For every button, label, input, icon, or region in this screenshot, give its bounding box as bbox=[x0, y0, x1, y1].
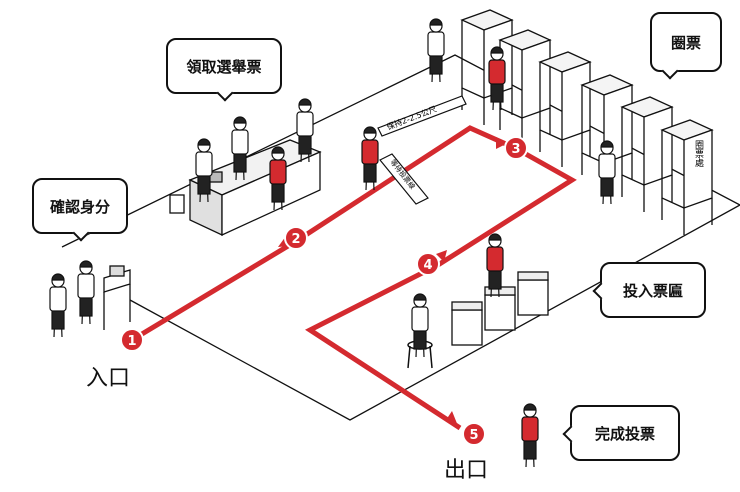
step-number: 4 bbox=[423, 258, 432, 273]
voter-casting bbox=[486, 233, 504, 298]
entrance-table bbox=[103, 265, 131, 330]
staff-registration-1 bbox=[195, 138, 213, 203]
voting-booth bbox=[660, 119, 714, 235]
voter-exiting bbox=[521, 403, 539, 468]
step-marker: 1 bbox=[120, 328, 144, 352]
path-arrow-3 bbox=[496, 137, 508, 149]
voter-receiving-ballot bbox=[269, 146, 287, 211]
floor-outline bbox=[61, 54, 740, 421]
bubble-finish-voting: 完成投票 bbox=[570, 405, 680, 461]
step-number: 1 bbox=[127, 334, 136, 349]
registration-counter bbox=[169, 139, 322, 237]
voting-booth bbox=[498, 29, 552, 145]
booth-sign-text: 圈票處 bbox=[693, 140, 704, 168]
bubble-receive-ballot: 領取選舉票 bbox=[166, 38, 282, 94]
step-number: 5 bbox=[469, 428, 478, 443]
step-number: 2 bbox=[291, 232, 300, 247]
staff-booth-area bbox=[427, 18, 445, 83]
step-marker: 5 bbox=[462, 422, 486, 446]
step-number: 3 bbox=[511, 142, 520, 157]
voting-booth bbox=[620, 96, 674, 212]
voter-at-booth bbox=[488, 46, 506, 111]
entrance-label: 入口 bbox=[86, 366, 131, 391]
people bbox=[49, 18, 616, 468]
voting-booth bbox=[538, 51, 592, 167]
voter-walking bbox=[361, 126, 379, 191]
staff-seated bbox=[411, 293, 429, 358]
bubble-confirm-identity: 確認身分 bbox=[32, 178, 128, 234]
voter-entrance-1 bbox=[49, 273, 67, 338]
step-marker: 4 bbox=[416, 252, 440, 276]
voter-entrance-2 bbox=[77, 260, 95, 325]
step-markers: 1 2 3 4 5 bbox=[120, 136, 528, 446]
staff-standing bbox=[296, 98, 314, 163]
path-arrow-4 bbox=[436, 250, 447, 262]
path-arrow-5 bbox=[446, 411, 458, 426]
step-marker: 2 bbox=[284, 226, 308, 250]
bubble-ballot-box-area: 投入票匾 bbox=[600, 262, 706, 318]
staff-booth-side bbox=[598, 140, 616, 205]
exit-label: 出口 bbox=[444, 458, 489, 483]
bubble-mark-ballot: 圈票 bbox=[650, 12, 722, 72]
ballot-boxes bbox=[451, 271, 549, 346]
staff-registration-2 bbox=[231, 116, 249, 181]
voting-path bbox=[130, 125, 577, 431]
step-marker: 3 bbox=[504, 136, 528, 160]
distance-sign: 保持2-2.5公尺 bbox=[377, 95, 467, 137]
